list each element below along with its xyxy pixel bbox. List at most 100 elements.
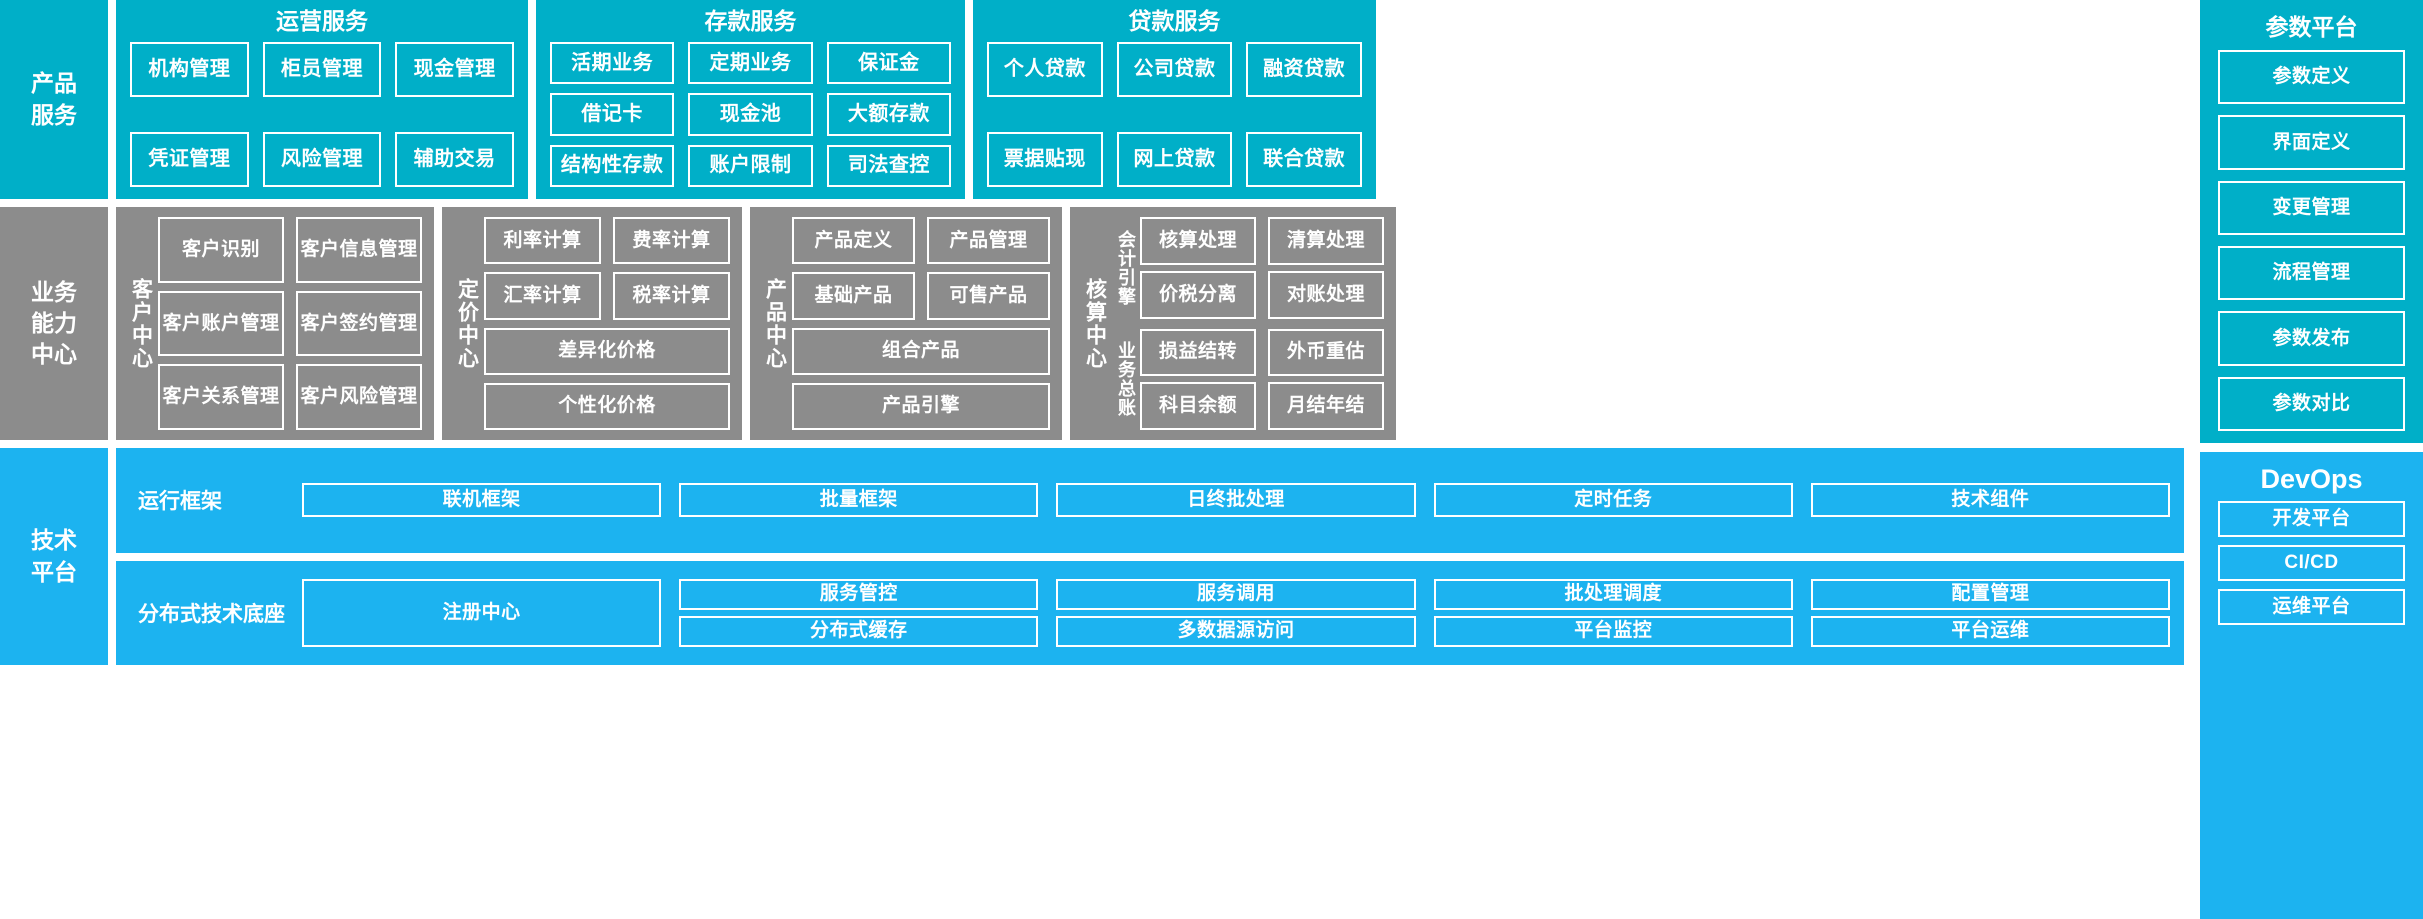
layer-label-business-capability: 业务 能力 中心 [0, 207, 108, 440]
tech-row-runtime-framework: 运行框架 联机框架 批量框架 日终批处理 定时任务 技术组件 [116, 448, 2184, 553]
service-item[interactable]: 公司贷款 [1116, 42, 1233, 97]
service-item[interactable]: 风险管理 [262, 132, 382, 187]
param-platform-title: 参数平台 [2265, 14, 2358, 40]
service-item[interactable]: 柜员管理 [262, 42, 382, 97]
service-item[interactable]: 网上贷款 [1116, 132, 1233, 187]
service-item[interactable]: 融资贷款 [1246, 42, 1362, 97]
service-item[interactable]: 凭证管理 [130, 132, 249, 187]
tech-item[interactable]: 批量框架 [679, 483, 1039, 518]
service-item[interactable]: 大额存款 [826, 93, 951, 136]
capability-center-product: 产品中心 产品定义 产品管理 基础产品 可售产品 组合产品 产品引擎 [750, 207, 1062, 440]
product-service-band: 产品 服务 运营服务 机构管理 柜员管理 现金管理 凭证管理 风险管理 辅助交易… [0, 0, 2423, 199]
service-item[interactable]: 个人贷款 [987, 42, 1103, 97]
capability-item[interactable]: 价税分离 [1140, 270, 1256, 319]
service-group-operations: 运营服务 机构管理 柜员管理 现金管理 凭证管理 风险管理 辅助交易 [116, 0, 528, 199]
capability-item[interactable]: 产品定义 [792, 217, 915, 265]
service-item[interactable]: 机构管理 [130, 42, 249, 97]
devops-item[interactable]: 开发平台 [2218, 501, 2405, 537]
tech-row-distributed-base: 分布式技术底座 注册中心 服务管控 分布式缓存 服务调用 多数据源访问 批处理调… [116, 560, 2184, 665]
center-label: 客户中心 [129, 277, 153, 370]
service-item[interactable]: 保证金 [826, 42, 951, 85]
service-group-deposit: 存款服务 活期业务 定期业务 保证金 借记卡 现金池 大额存款 结构性存款 账户… [536, 0, 965, 199]
service-item[interactable]: 账户限制 [688, 144, 813, 187]
center-label: 定价中心 [455, 277, 479, 370]
capability-item[interactable]: 核算处理 [1140, 217, 1256, 265]
grid-spacer [130, 106, 514, 124]
tech-item[interactable]: 日终批处理 [1056, 483, 1416, 518]
tech-item[interactable]: 配置管理 [1810, 578, 2171, 610]
service-group-title: 存款服务 [704, 8, 797, 34]
service-group-loan: 贷款服务 个人贷款 公司贷款 融资贷款 票据贴现 网上贷款 联合贷款 [973, 0, 1376, 199]
service-item[interactable]: 现金池 [688, 93, 813, 136]
tech-item[interactable]: 平台监控 [1433, 615, 1793, 647]
devops-title: DevOps [2260, 464, 2363, 494]
capability-item[interactable]: 对账处理 [1268, 270, 1384, 319]
service-group-title: 运营服务 [276, 8, 368, 34]
tech-item[interactable]: 联机框架 [302, 483, 662, 518]
capability-item[interactable]: 可售产品 [927, 272, 1050, 320]
service-item[interactable]: 辅助交易 [395, 132, 514, 187]
capability-item[interactable]: 汇率计算 [484, 272, 601, 320]
capability-item[interactable]: 损益结转 [1140, 328, 1256, 377]
tech-item[interactable]: 定时任务 [1433, 483, 1793, 518]
capability-item[interactable]: 客户风险管理 [296, 364, 422, 430]
param-item[interactable]: 界面定义 [2218, 115, 2405, 170]
capability-center-pricing: 定价中心 利率计算 费率计算 汇率计算 税率计算 差异化价格 个性化价格 [442, 207, 742, 440]
service-item[interactable]: 活期业务 [550, 42, 675, 85]
layer-label-text: 技术 平台 [31, 527, 77, 585]
subgroup-label: 会计引擎 [1116, 229, 1136, 306]
service-item[interactable]: 司法查控 [826, 144, 951, 187]
param-item[interactable]: 参数对比 [2218, 376, 2405, 431]
param-item[interactable]: 变更管理 [2218, 180, 2405, 235]
capability-item[interactable]: 个性化价格 [484, 382, 730, 430]
tech-item[interactable]: 批处理调度 [1433, 578, 1793, 610]
capability-item[interactable]: 客户关系管理 [158, 364, 284, 430]
service-item[interactable]: 票据贴现 [987, 132, 1103, 187]
service-item[interactable]: 定期业务 [688, 42, 813, 85]
tech-item-registry[interactable]: 注册中心 [302, 578, 662, 647]
capability-center-accounting: 核算中心 会计引擎 核算处理 清算处理 价税分离 对账处理 业务总账 损益结转 … [1070, 207, 1396, 440]
param-item[interactable]: 参数发布 [2218, 311, 2405, 366]
tech-item[interactable]: 服务调用 [1056, 578, 1416, 610]
service-item[interactable]: 结构性存款 [550, 144, 675, 187]
service-group-title: 贷款服务 [1128, 8, 1221, 34]
accounting-subgroup-engine: 会计引擎 核算处理 清算处理 价税分离 对账处理 [1112, 217, 1384, 319]
capability-item[interactable]: 外币重估 [1268, 328, 1384, 377]
tech-item[interactable]: 技术组件 [1810, 483, 2171, 518]
param-item[interactable]: 参数定义 [2218, 50, 2405, 105]
capability-item[interactable]: 税率计算 [613, 272, 730, 320]
capability-item[interactable]: 组合产品 [792, 327, 1050, 375]
capability-item[interactable]: 基础产品 [792, 272, 915, 320]
tech-row-label: 分布式技术底座 [138, 602, 285, 626]
layer-label-text: 产品 服务 [31, 70, 77, 128]
tech-item[interactable]: 服务管控 [679, 578, 1039, 610]
accounting-subgroup-ledger: 业务总账 损益结转 外币重估 科目余额 月结年结 [1112, 328, 1384, 430]
tech-item[interactable]: 分布式缓存 [679, 615, 1039, 647]
service-item[interactable]: 联合贷款 [1246, 132, 1362, 187]
tech-item[interactable]: 多数据源访问 [1056, 615, 1416, 647]
param-item[interactable]: 流程管理 [2218, 245, 2405, 301]
capability-item[interactable]: 客户账户管理 [158, 290, 284, 357]
devops-item[interactable]: CI/CD [2218, 545, 2405, 581]
capability-item[interactable]: 利率计算 [484, 217, 601, 265]
service-item[interactable]: 借记卡 [550, 93, 675, 136]
capability-item[interactable]: 费率计算 [613, 217, 730, 265]
param-platform-panel: 参数平台 参数定义 界面定义 变更管理 流程管理 参数发布 参数对比 [2200, 0, 2423, 443]
service-item[interactable]: 现金管理 [395, 42, 514, 97]
capability-item[interactable]: 产品管理 [927, 217, 1050, 265]
tech-row-label: 运行框架 [138, 490, 222, 514]
devops-item[interactable]: 运维平台 [2218, 589, 2405, 625]
capability-item[interactable]: 客户识别 [158, 217, 284, 283]
capability-item[interactable]: 差异化价格 [484, 327, 730, 375]
capability-item[interactable]: 客户签约管理 [296, 290, 422, 357]
capability-item[interactable]: 月结年结 [1268, 382, 1384, 430]
capability-item[interactable]: 清算处理 [1268, 217, 1384, 265]
tech-item[interactable]: 平台运维 [1810, 615, 2171, 647]
capability-item[interactable]: 科目余额 [1140, 382, 1256, 430]
capability-item[interactable]: 产品引擎 [792, 382, 1050, 430]
capability-item[interactable]: 客户信息管理 [296, 217, 422, 283]
layer-label-technology-platform: 技术 平台 [0, 448, 108, 665]
center-label: 核算中心 [1083, 277, 1107, 370]
grid-spacer [987, 106, 1362, 124]
